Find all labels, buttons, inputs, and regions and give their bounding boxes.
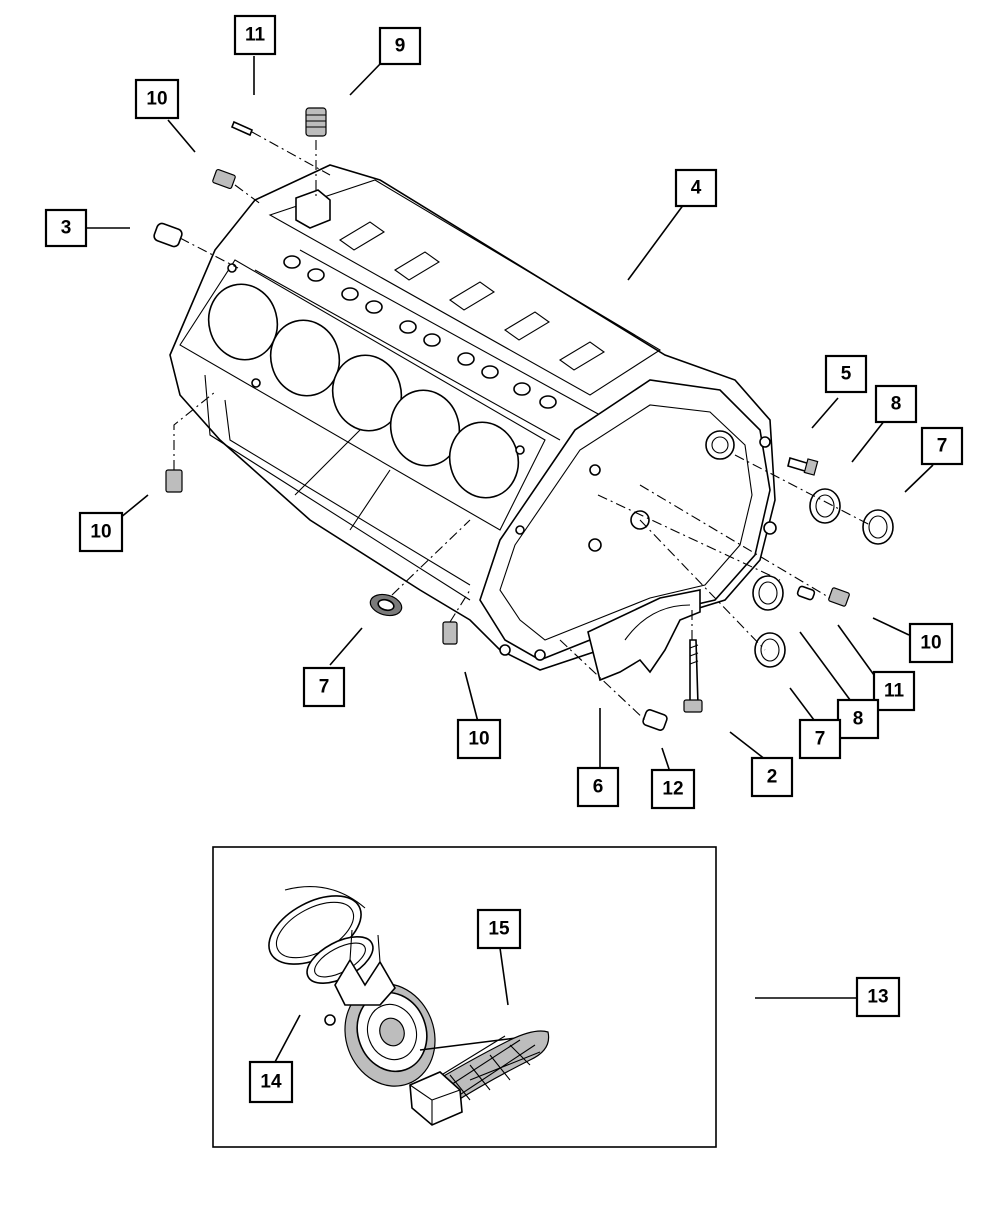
callout-15: 15	[476, 908, 522, 950]
callout-7-upper: 7	[920, 426, 964, 466]
callout-label: 11	[884, 681, 905, 702]
callout-8-lower: 8	[836, 698, 880, 740]
lifter-bosses	[283, 255, 557, 409]
loose-parts	[153, 107, 894, 731]
callout-10-left: 10	[78, 511, 124, 553]
callout-label: 8	[853, 709, 864, 730]
callout-10-right: 10	[908, 622, 954, 664]
callout-11-top: 11	[233, 14, 277, 56]
callout-4: 4	[674, 168, 718, 208]
callout-7-left: 7	[302, 666, 346, 708]
callout-label: 6	[593, 777, 604, 798]
callout-2: 2	[750, 756, 794, 798]
callout-10-mid: 10	[456, 718, 502, 760]
callout-6: 6	[576, 766, 620, 808]
callout-label: 10	[468, 729, 489, 750]
callout-13: 13	[855, 976, 901, 1018]
center-lines	[173, 131, 871, 721]
callout-11-right: 11	[872, 670, 916, 712]
callout-3: 3	[44, 208, 88, 248]
callout-label: 9	[395, 36, 406, 57]
callout-label: 14	[260, 1072, 282, 1093]
callout-9: 9	[378, 26, 422, 66]
callout-7-lower: 7	[798, 718, 842, 760]
callout-label: 10	[146, 89, 167, 110]
callout-14: 14	[248, 1060, 294, 1104]
detail-inset	[212, 846, 717, 1148]
valley-ribs	[338, 221, 606, 371]
callout-10-top: 10	[134, 78, 180, 120]
callout-label: 15	[488, 919, 510, 940]
callout-label: 5	[841, 364, 852, 385]
callout-8-upper: 8	[874, 384, 918, 424]
callout-5: 5	[824, 354, 868, 394]
cylinder-bores	[207, 283, 520, 499]
callout-label: 7	[319, 677, 330, 698]
callout-label: 10	[90, 522, 111, 543]
callout-label: 10	[920, 633, 941, 654]
callout-label: 11	[245, 25, 266, 46]
callout-label: 7	[815, 729, 826, 750]
callout-12: 12	[650, 768, 696, 810]
callout-label: 8	[891, 394, 902, 415]
callout-label: 7	[937, 436, 948, 457]
callout-boxes: 11 9 10 3 4 5 8 7	[44, 14, 964, 1104]
callout-label: 12	[662, 779, 683, 800]
callout-label: 3	[61, 218, 72, 239]
callout-label: 2	[767, 767, 778, 788]
leader-lines	[84, 56, 934, 1063]
callout-label: 13	[867, 987, 888, 1008]
callout-label: 4	[691, 178, 702, 199]
